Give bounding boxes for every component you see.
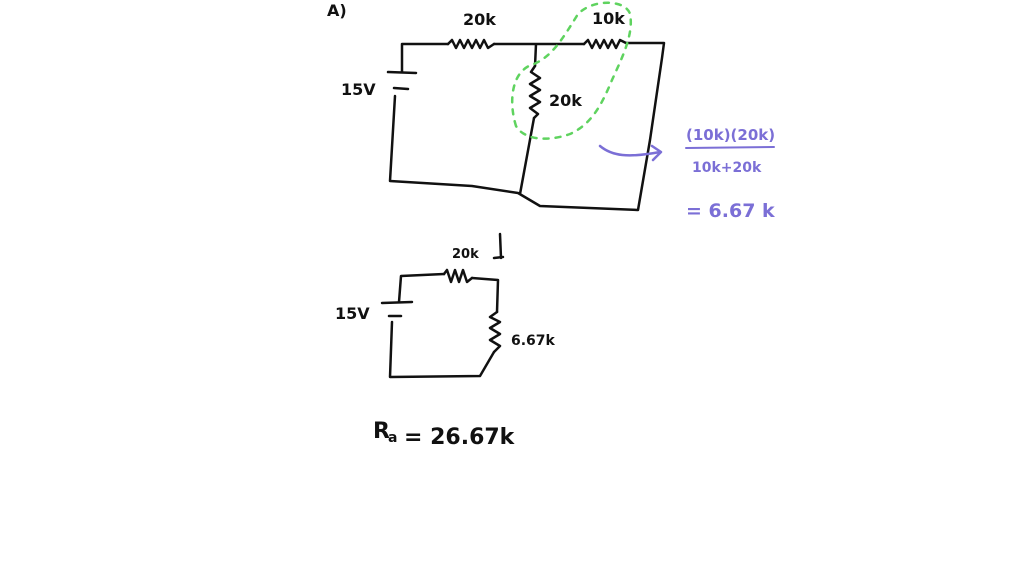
- circuit-1-wires: [388, 41, 666, 212]
- scribble-mark: [492, 232, 505, 260]
- circuit-2-wires: [388, 272, 500, 379]
- resistor-right: [488, 310, 502, 354]
- equivalent-resistance: R a = 26.67k: [373, 419, 516, 450]
- req-symbol: R: [373, 419, 390, 444]
- calc-denominator: 10k+20k: [692, 160, 762, 176]
- source-label-2: 15V: [335, 304, 370, 323]
- fraction-bar: [685, 146, 775, 149]
- label-r-right: 6.67k: [511, 333, 556, 349]
- parallel-highlight: [510, 1, 633, 140]
- label-r-top: 20k: [452, 247, 479, 262]
- battery-source-2: [380, 300, 414, 318]
- label-r-middle: 20k: [549, 91, 582, 110]
- resistor-top-left: [446, 38, 496, 50]
- req-value: = 26.67k: [404, 425, 516, 450]
- source-label-1: 15V: [341, 80, 376, 99]
- parallel-calculation: (10k)(20k) 10k+20k = 6.67 k: [685, 126, 775, 222]
- label-r-top-right: 10k: [592, 9, 625, 28]
- resistor-middle: [528, 64, 542, 120]
- label-r-top-left: 20k: [463, 10, 496, 29]
- calc-result: = 6.67 k: [686, 200, 775, 222]
- calc-numerator: (10k)(20k): [686, 126, 775, 144]
- arrow-icon: [598, 144, 663, 162]
- resistor-top-right: [582, 38, 628, 50]
- circuit-2: 15V 20k 6.67k: [335, 232, 556, 379]
- circuit-1: 15V 20k 10k 20k: [341, 9, 666, 212]
- req-subscript: a: [388, 430, 397, 446]
- battery-source-1: [386, 70, 418, 91]
- part-label: A): [327, 1, 347, 20]
- resistor-top: [442, 268, 474, 284]
